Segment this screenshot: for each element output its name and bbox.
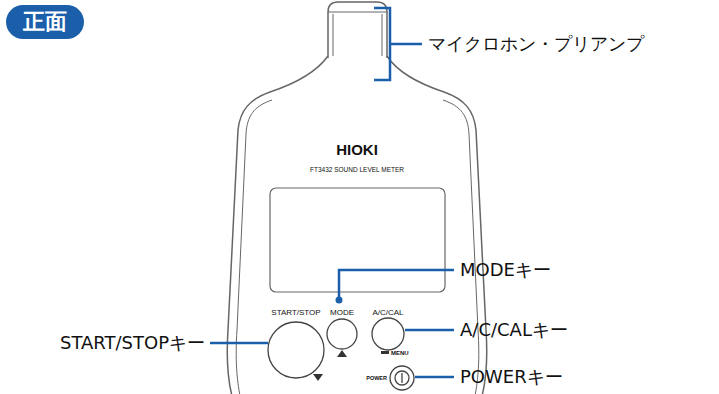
mode-key [327, 319, 357, 349]
leader-line [390, 43, 422, 46]
part-name: マイクロホン・プリアンプ [428, 34, 644, 54]
key-caption: MODE [330, 309, 354, 318]
power-symbol [401, 373, 402, 383]
key-caption: A/C/CAL [372, 309, 403, 318]
power-key [390, 366, 414, 390]
part-name: START/STOPキー [60, 333, 205, 353]
badge-text: 正面 [23, 11, 67, 33]
view-badge: 正面 [6, 5, 84, 39]
menu-bar [381, 351, 389, 354]
start-stop-key [268, 322, 324, 378]
down-triangle [313, 374, 323, 381]
part-name: POWERキー [460, 367, 563, 387]
leader-line [405, 329, 454, 332]
microphone-tube [328, 2, 387, 58]
leader-line [339, 270, 454, 300]
part-name: A/C/CALキー [460, 320, 568, 340]
part-name: MODEキー [460, 260, 551, 280]
leader-line [415, 376, 454, 379]
tube-band [328, 12, 387, 56]
body-inner-line [236, 100, 479, 394]
display-window [270, 188, 445, 292]
power-key-inner [395, 371, 409, 385]
key-caption: MENU [391, 350, 409, 357]
leader-line [210, 342, 268, 345]
up-triangle [337, 350, 347, 357]
key-caption: START/STOP [271, 309, 320, 318]
brand-logo: HIOKI [336, 142, 378, 159]
microphone-bracket [374, 8, 390, 80]
key-caption: POWER [366, 375, 387, 381]
model-name: FT3432 SOUND LEVEL METER [310, 166, 404, 173]
leader-dot [336, 297, 343, 304]
acal-key [372, 318, 404, 350]
